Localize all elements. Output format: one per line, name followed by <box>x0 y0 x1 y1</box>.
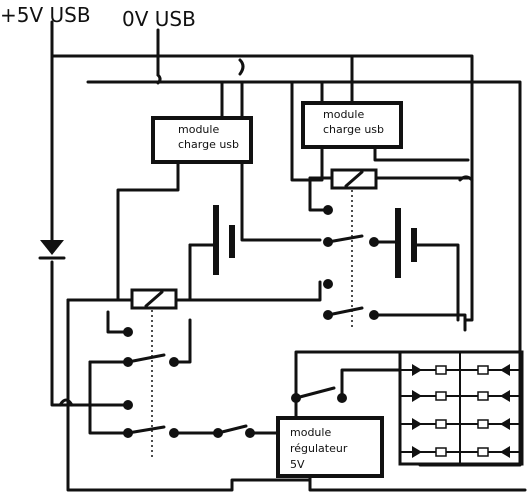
zero-v-usb-label: 0V USB <box>122 7 196 31</box>
led-matrix <box>398 350 524 466</box>
wire-crossings <box>58 58 474 407</box>
module-charge-usb-2: module charge usb <box>290 54 470 182</box>
led-row-3 <box>412 418 510 430</box>
module-charge-usb-1-line2: charge usb <box>178 138 239 151</box>
module-charge-usb-2-line1: module <box>323 108 364 121</box>
module-regulateur-line1: module <box>290 426 331 439</box>
relay-1 <box>66 280 322 460</box>
led-row-1 <box>412 364 510 376</box>
plus-5v-usb-label: +5V USB <box>0 3 91 27</box>
relay-2-contacts <box>308 176 467 332</box>
led-row-2 <box>412 390 510 402</box>
module-charge-usb-2-line2: charge usb <box>323 123 384 136</box>
battery-2 <box>372 208 460 322</box>
output-switch <box>291 350 522 420</box>
led-row-4 <box>412 446 510 458</box>
module-regulateur-line3: 5V <box>290 458 305 471</box>
module-regulateur-line2: régulateur <box>290 442 348 455</box>
battery-1 <box>188 205 235 302</box>
diode <box>38 240 66 260</box>
relay-1-contacts <box>66 298 312 492</box>
relay-2 <box>308 168 470 330</box>
module-charge-usb-1: module charge usb <box>116 80 322 302</box>
module-charge-usb-1-line1: module <box>178 123 219 136</box>
module-regulateur: module régulateur 5V <box>276 416 527 492</box>
